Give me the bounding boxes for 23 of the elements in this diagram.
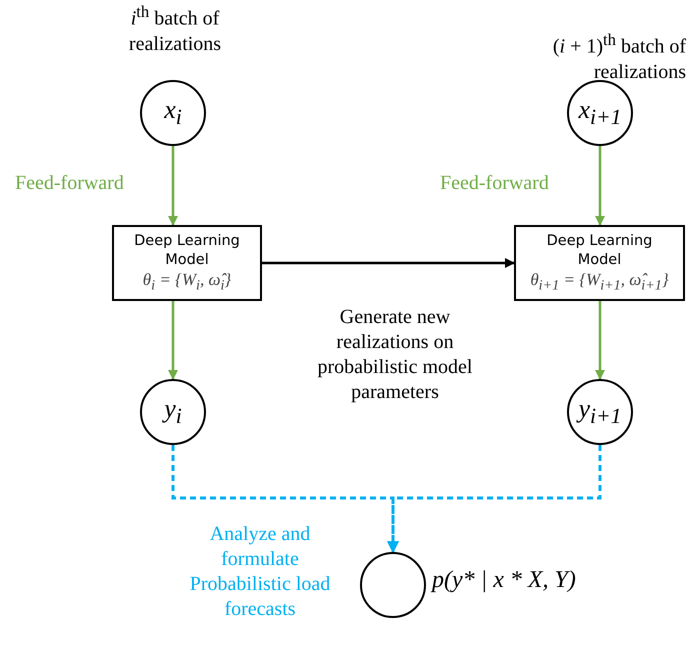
variable-label: y$_{i+1}$ xyxy=(578,394,622,430)
parameter-formula: θ$_{i}$ = {W$_{i}$, ω̂$_{i}$} xyxy=(142,270,232,294)
arrow xyxy=(387,445,602,554)
model-box xyxy=(514,225,685,301)
arrow xyxy=(168,146,178,226)
edge-label: Generate new realizations on probabilistic model parameters xyxy=(316,305,474,405)
batch-caption: (i + 1)$^{th}$ batch of realizations xyxy=(552,30,686,85)
model-title: Deep Learning Model xyxy=(133,232,241,270)
model-title: Deep Learning Model xyxy=(546,232,654,270)
variable-label: x$_{i+1}$ xyxy=(578,95,622,131)
arrow xyxy=(595,146,605,226)
arrow xyxy=(168,301,178,380)
arrow xyxy=(262,258,515,268)
parameter-formula: θ$_{i+1}$ = {W$_{i+1}$, ω̂$_{i+1}$} xyxy=(530,270,669,294)
variable-label: x$_{i}$ xyxy=(164,95,182,131)
note-text: Analyze and formulate Probabilistic load forecasts xyxy=(188,522,332,622)
batch-caption: i$^{th}$ batch of realizations xyxy=(128,2,222,57)
variable-label: y$_{i}$ xyxy=(164,394,182,430)
edge-label: Feed-forward xyxy=(15,172,124,195)
edge-label: Feed-forward xyxy=(440,172,549,195)
model-box xyxy=(112,225,262,301)
arrow xyxy=(595,301,605,380)
probability-formula: p(y* | x * X, Y) xyxy=(432,566,577,595)
